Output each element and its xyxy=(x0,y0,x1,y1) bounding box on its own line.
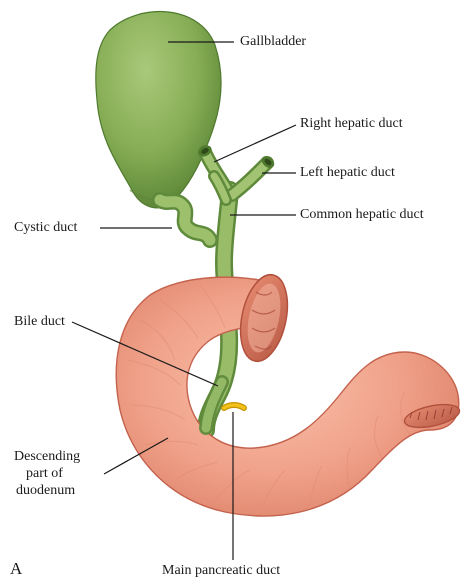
label-cystic-duct: Cystic duct xyxy=(14,220,77,236)
label-descending-line2: part of xyxy=(14,465,80,482)
duodenum-shape xyxy=(116,270,461,516)
panel-letter: A xyxy=(10,561,22,577)
label-right-hepatic-duct: Right hepatic duct xyxy=(300,116,403,132)
cystic-duct-shape xyxy=(160,200,210,240)
leader-right-hepatic-duct xyxy=(214,125,296,162)
label-descending-part-of-duodenum: Descending part of duodenum xyxy=(14,448,80,499)
label-common-hepatic-duct: Common hepatic duct xyxy=(300,207,424,223)
label-descending-line3: duodenum xyxy=(14,482,80,499)
main-pancreatic-duct-shape xyxy=(224,405,244,408)
label-main-pancreatic-duct: Main pancreatic duct xyxy=(162,563,280,579)
gallbladder-shape xyxy=(96,12,221,208)
label-gallbladder: Gallbladder xyxy=(240,34,306,50)
label-descending-line1: Descending xyxy=(14,448,80,465)
label-left-hepatic-duct: Left hepatic duct xyxy=(300,165,395,181)
label-bile-duct: Bile duct xyxy=(14,314,65,330)
